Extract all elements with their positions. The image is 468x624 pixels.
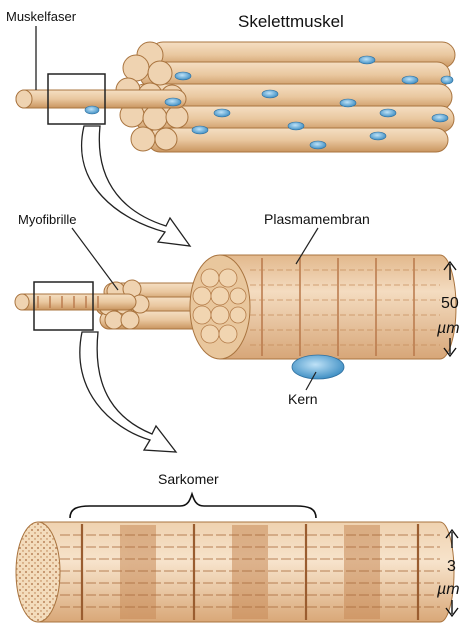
sarcomere-brace [70, 494, 316, 518]
label-skeletal-muscle: Skelettmuskel [238, 12, 344, 31]
scale-bottom-unit: µm [436, 581, 460, 598]
scale-top-unit: µm [436, 320, 460, 337]
myofibril-section [16, 522, 454, 622]
label-plasma-membrane: Plasmamembran [264, 211, 370, 227]
scale-bottom-value: 3 [447, 558, 456, 575]
nucleus-shape [292, 355, 344, 379]
label-myofibril: Myofibrille [18, 212, 77, 227]
myofibril-leader [72, 228, 118, 290]
label-muscle-fiber: Muskelfaser [6, 9, 77, 24]
zoom-arrow-2 [80, 332, 176, 452]
scale-top-value: 50 [441, 295, 459, 312]
label-sarcomere: Sarkomer [158, 471, 219, 487]
label-nucleus: Kern [288, 391, 318, 407]
